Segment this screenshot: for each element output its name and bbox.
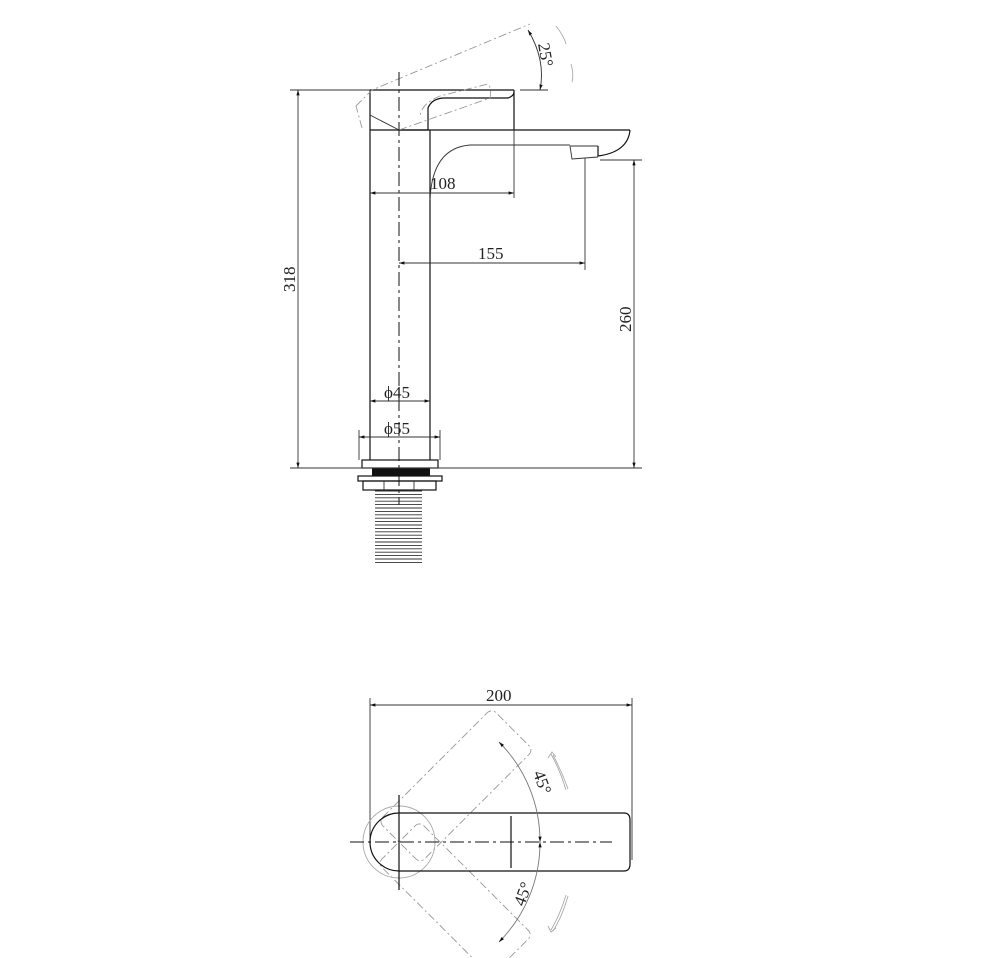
dim-45deg-upper-label: 45° [529,768,555,797]
rotate-arrow-down-icon [547,894,569,933]
dim-spout-reach: 155 [399,158,586,270]
dim-handle-tilt: 25° [520,25,574,91]
dim-phi55-label: ϕ55 [384,419,410,438]
handle-ghost-rotated-down [379,823,531,958]
handle-ghost-rotated-up [380,710,532,862]
side-view: 318 260 108 155 ϕ45 ϕ55 [280,23,642,563]
dim-flange-diameter: ϕ55 [358,419,441,460]
dim-45deg-lower-label: 45° [510,879,536,908]
handle-top [399,812,631,872]
dim-108-label: 108 [430,174,456,193]
handle-raised-ghost [355,23,531,131]
dim-handle-reach: 108 [370,130,515,198]
dim-spout-height: 260 [600,159,642,468]
dim-total-height: 318 [280,89,642,469]
base-mount [357,459,443,563]
threaded-shank [375,490,422,563]
dim-phi45-label: ϕ45 [384,383,410,402]
faucet-body [369,89,631,460]
dim-body-diameter: ϕ45 [370,383,430,403]
top-view: 200 45° 45° [350,686,633,958]
dim-overall-width: 200 [369,686,633,860]
dim-318-label: 318 [280,267,299,293]
rotate-arrow-up-icon [547,751,569,791]
dim-155-label: 155 [478,244,504,263]
dim-260-label: 260 [616,307,635,333]
dim-25deg-label: 25° [534,41,557,68]
dim-200-label: 200 [486,686,512,705]
